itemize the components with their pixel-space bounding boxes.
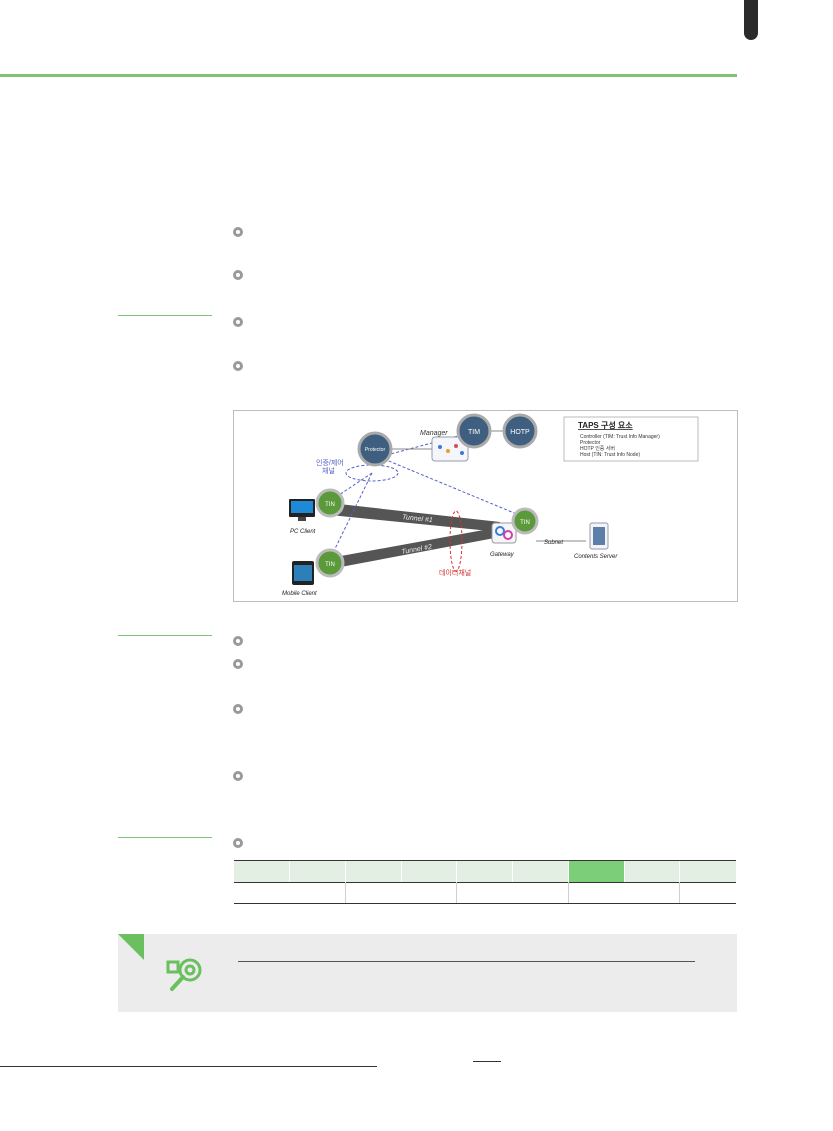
bullet-icon: [233, 771, 243, 781]
section-rule-2: [118, 635, 212, 636]
tunnel-1-label: Tunnel #1: [402, 514, 433, 524]
tim-node: [456, 413, 492, 449]
table-header-cell: [457, 861, 513, 882]
page-corner-tab: [744, 0, 758, 40]
table-header-cell: [290, 861, 346, 882]
tin-label: TIN: [325, 562, 335, 568]
table-header-cell: [513, 861, 569, 882]
bullet-icon: [233, 704, 243, 714]
legend-item: Protector: [580, 440, 601, 446]
table-header-cell: [346, 861, 402, 882]
control-channel-line: 채널: [322, 466, 335, 475]
bullet-icon: [233, 659, 243, 669]
tin-label: TIN: [325, 502, 335, 508]
table-row: [234, 882, 736, 904]
control-line: [383, 458, 520, 516]
note-corner-triangle: [118, 934, 144, 960]
legend-title: TAPS 구성 요소: [578, 420, 633, 430]
legend-box: [563, 416, 699, 462]
table-header-cell: [625, 861, 680, 882]
table-cell: [457, 882, 569, 903]
tim-label: TIM: [468, 429, 480, 436]
tin-label: TIN: [520, 520, 530, 526]
magnifier-gear-icon: [166, 956, 210, 996]
manager-label: Manager: [420, 430, 448, 437]
note-rule: [238, 961, 695, 962]
architecture-diagram: Protector Manager TIM HOTP TAPS 구성 요소 Co…: [282, 413, 699, 597]
protector-label: Protector: [365, 447, 386, 453]
tin-node-gateway: [511, 507, 539, 535]
bullet-icon: [233, 270, 243, 280]
header-rule: [0, 74, 737, 77]
legend-item: Host (TIN: Trust Info Node): [580, 452, 640, 458]
table-cell: [346, 882, 457, 903]
footer-rule: [0, 1066, 377, 1067]
control-line: [329, 472, 373, 560]
hotp-node: [502, 413, 538, 449]
table-cell: [234, 882, 346, 903]
data-channel-ellipse: [449, 510, 463, 572]
subnet-label: Subnet: [544, 540, 563, 546]
gateway-label: Gateway: [490, 552, 515, 558]
bullet-icon: [233, 838, 243, 848]
pc-client-label: PC Client: [290, 529, 316, 535]
legend-item: Controller (TIM: Trust Info Manager): [580, 434, 660, 440]
mobile-client-label: Mobile Client: [282, 591, 317, 597]
bullet-icon: [233, 227, 243, 237]
bullet-icon: [233, 636, 243, 646]
tin-node-mobile: [315, 548, 345, 578]
taps-architecture-figure: Protector Manager TIM HOTP TAPS 구성 요소 Co…: [233, 410, 738, 602]
note-box: [118, 934, 737, 1012]
bullet-icon: [233, 361, 243, 371]
table-header-cell-highlight: [569, 861, 625, 882]
table-header: [234, 860, 736, 883]
tunnel-2-bar: [330, 527, 500, 569]
footer-page-rule: [473, 1061, 501, 1062]
tin-node-pc: [315, 488, 345, 518]
manager-box: [431, 436, 469, 462]
table-cell: [680, 882, 736, 903]
contents-server-label: Contents Server: [574, 554, 618, 560]
bullet-icon: [233, 317, 243, 327]
legend-item: HOTP 인증 서버: [580, 445, 615, 452]
section-rule-3: [118, 837, 212, 838]
table-header-cell: [234, 861, 290, 882]
hotp-label: HOTP: [510, 429, 530, 436]
section-rule-1: [118, 315, 212, 316]
table-cell: [569, 882, 680, 903]
protector-node: [357, 431, 393, 467]
tunnel-1-bar: [330, 503, 500, 532]
table-header-cell: [680, 861, 736, 882]
control-channel-line: 인증/제어: [316, 458, 344, 467]
table-header-cell: [402, 861, 457, 882]
data-channel-label: 데이터채널: [439, 568, 471, 577]
